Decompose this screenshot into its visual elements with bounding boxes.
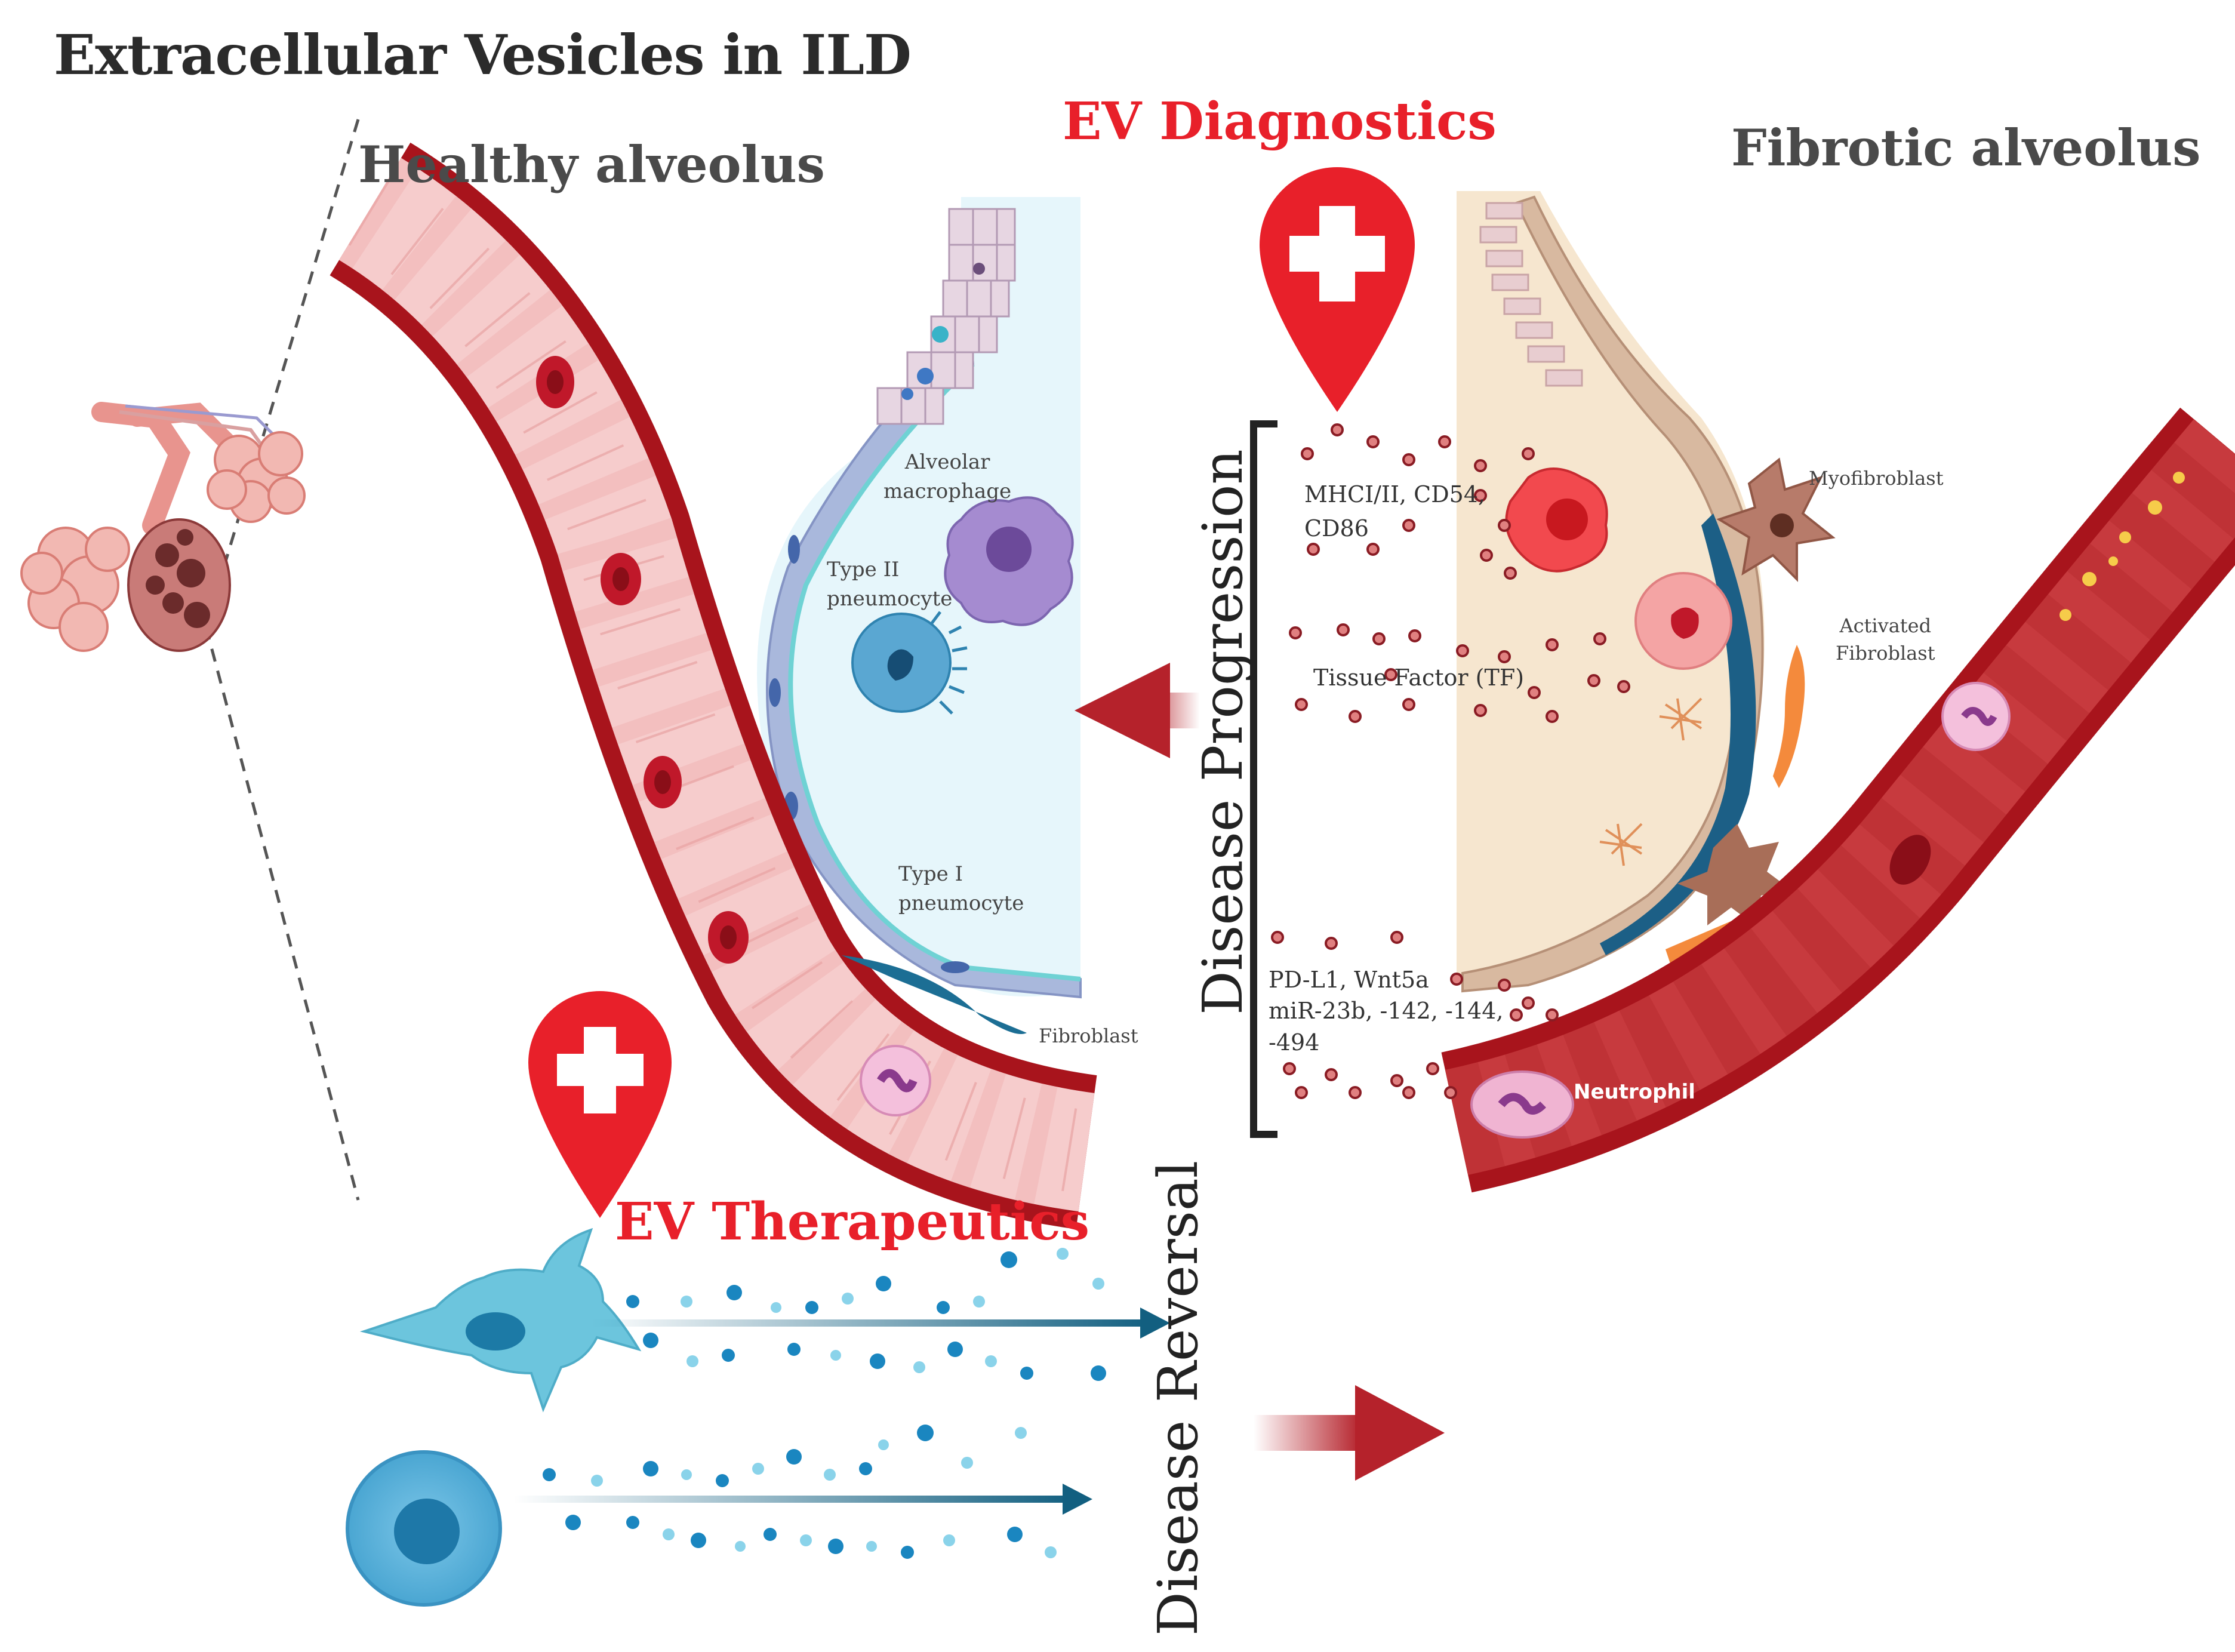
diagnostic-pin-icon [1260,167,1415,412]
label-neutrophil: Neutrophil [1574,1080,1695,1104]
label-alveolar-macrophage: Alveolar macrophage [883,450,1012,504]
healthy-fibroblast [842,955,1027,1034]
healthy-heading: Healthy alveolus [358,135,825,194]
therapeutic-pin-icon [528,991,672,1218]
fibrotic-macrophage [1505,467,1608,573]
cilia-cells [876,208,1016,425]
label-activated-fibroblast: Activated Fibroblast [1836,614,1935,665]
diagram-title: Extracellular Vesicles in ILD [54,23,912,87]
myofibroblast [1716,457,1836,582]
ev-therapeutics-heading: EV Therapeutics [615,1192,1090,1252]
alveolar-macrophage [944,496,1074,626]
fibrotic-airspace [1457,191,1765,979]
ev-diagnostics-heading: EV Diagnostics [1063,91,1497,152]
label-myofibroblast: Myofibroblast [1809,467,1944,490]
marker-mhc: MHCI/II, CD54, CD86 [1304,481,1486,542]
zoom-lines [204,119,360,1201]
stem-cell-icon [346,1450,502,1607]
label-type-ii-pneumocyte: Type II pneumocyte [827,558,953,611]
label-type-i-pneumocyte: Type I pneumocyte [898,862,1024,916]
collagen [1599,697,1703,866]
fibrotic-cilia [1479,202,1583,387]
healthy-airspace [757,197,1080,996]
fibroblast-cluster [1677,824,1791,925]
progression-arrow [1075,663,1200,758]
label-fibroblast: Fibroblast [1039,1025,1138,1047]
therapeutic-evs [543,1248,1106,1559]
fibrotic-type-ii [1634,572,1732,670]
fibrotic-vessel [1441,407,2235,1193]
type-ii-pneumocyte [851,611,968,715]
fibroblast-cell-icon [359,1228,642,1413]
reversal-arrow [1254,1385,1445,1481]
diagnostic-evs [1271,423,1630,1099]
lung-icon [20,402,306,652]
therapy-arrows [513,1308,1170,1515]
disease-progression-label: Disease Progression [1191,449,1255,1015]
healthy-vessel [329,142,1098,1229]
marker-tissue-factor: Tissue Factor (TF) [1313,665,1525,691]
fibrotic-heading: Fibrotic alveolus [1731,118,2201,177]
progression-bracket [1250,420,1277,1138]
marker-pdl1-mirna: PD-L1, Wnt5a miR-23b, -142, -144, -494 [1269,967,1504,1056]
disease-reversal-label: Disease Reversal [1146,1160,1210,1636]
